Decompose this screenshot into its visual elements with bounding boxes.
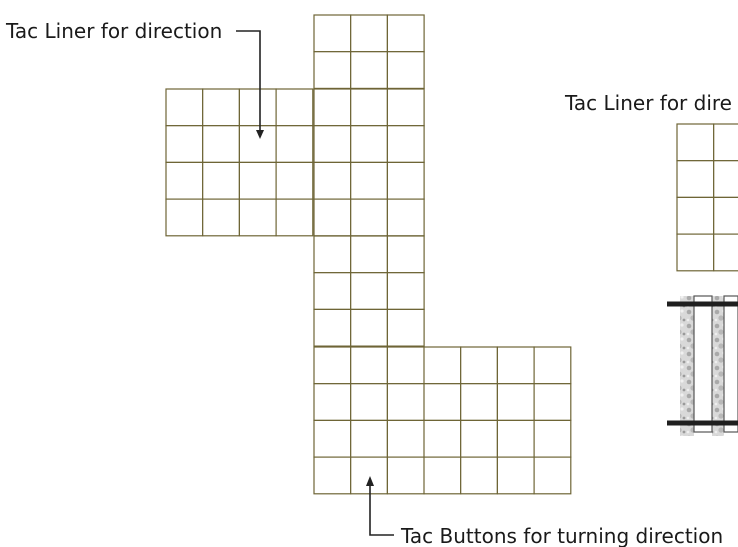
tactile-button-tile [350,346,389,385]
plain-tile [713,233,738,272]
plain-tile [676,123,715,162]
plain-tile [238,198,277,237]
plain-tile [460,346,499,385]
plain-tile [275,88,314,127]
tactile-liner-tile [202,125,240,163]
tactile-liner-tile [533,419,572,458]
tactile-button-tile [313,161,352,200]
tactile-liner-tile [202,161,240,200]
label-liner-direction-cropped-text: Tac Liner for dire [564,91,732,115]
plain-tile [533,346,572,385]
plain-tile [386,14,425,53]
plain-tile [676,160,715,198]
tactile-button-tile [313,346,352,385]
tactile-liner-tile [275,161,314,200]
plain-tile [238,88,277,127]
tactile-liner-tile [423,383,462,422]
tactile-liner-tile [165,161,204,200]
rail-sleeper [723,295,738,433]
tactile-button-tile [313,125,352,163]
tactile-button-tile [350,161,389,200]
plain-tile [313,272,352,311]
label-liner-direction-cropped: Tac Liner for dire [564,91,732,115]
tactile-button-tile [386,346,425,385]
plain-tile [713,123,738,162]
tactile-liner-tile [496,419,535,458]
plain-tile [386,272,425,311]
tactile-button-tile [313,383,352,422]
tactile-liner-tile [350,308,389,347]
plain-tile [386,235,425,274]
tactile-liner-tile [165,125,204,163]
plain-tile [386,51,425,90]
tactile-button-tile [386,125,425,163]
label-liner-direction: Tac Liner for direction [5,19,264,139]
plain-tile [676,233,715,272]
tactile-button-tile [386,456,425,495]
tactile-button-tile [386,383,425,422]
tactile-button-tile [713,196,738,235]
plain-tile [313,235,352,274]
tactile-button-tile [313,456,352,495]
tactile-button-tile [350,383,389,422]
plain-tile [533,456,572,495]
plain-tile [386,308,425,347]
tactile-button-tile [350,125,389,163]
tactile-liner-tile [460,383,499,422]
leader-line [369,484,394,536]
rail-sleeper [693,295,713,433]
tactile-liner-tile [238,161,277,200]
plain-tile [202,198,240,237]
label-buttons-turning: Tac Buttons for turning direction [366,476,723,547]
ballast-strip [712,296,724,436]
plain-tile [275,198,314,237]
tactile-liner-tile [350,51,389,90]
arrowhead-icon [366,476,374,486]
tactile-button-tile [313,419,352,458]
arrowhead-icon [256,130,264,139]
tile-grid [165,14,738,495]
tactile-button-tile [676,196,715,235]
tactile-liner-tile [496,383,535,422]
tactile-liner-tile [460,419,499,458]
plain-tile [313,308,352,347]
tactile-button-tile [350,456,389,495]
tactile-button-tile [350,198,389,237]
plain-tile [165,198,204,237]
tactile-button-tile [386,88,425,127]
plain-tile [423,456,462,495]
tactile-button-tile [386,161,425,200]
label-buttons-turning-text: Tac Buttons for turning direction [400,524,723,547]
plain-tile [496,346,535,385]
tactile-liner-tile [350,272,389,311]
plain-tile [460,456,499,495]
plain-tile [713,160,738,198]
tactile-liner-tile [423,419,462,458]
tactile-button-tile [313,198,352,237]
plain-tile [313,51,352,90]
label-liner-direction-text: Tac Liner for direction [5,19,222,43]
tactile-button-tile [313,88,352,127]
leader-line [236,30,261,131]
tactile-button-tile [386,198,425,237]
tactile-liner-tile [350,235,389,274]
tactile-liner-tile [533,383,572,422]
plain-tile [423,346,462,385]
tactile-button-tile [350,88,389,127]
tactile-liner-tile [350,14,389,53]
plain-tile [202,88,240,127]
ballast-strip [680,296,694,436]
tactile-button-tile [386,419,425,458]
plain-tile [496,456,535,495]
tactile-liner-tile [275,125,314,163]
rail-crossing [667,295,738,436]
plain-tile [165,88,204,127]
plain-tile [313,14,352,53]
tactile-button-tile [350,419,389,458]
